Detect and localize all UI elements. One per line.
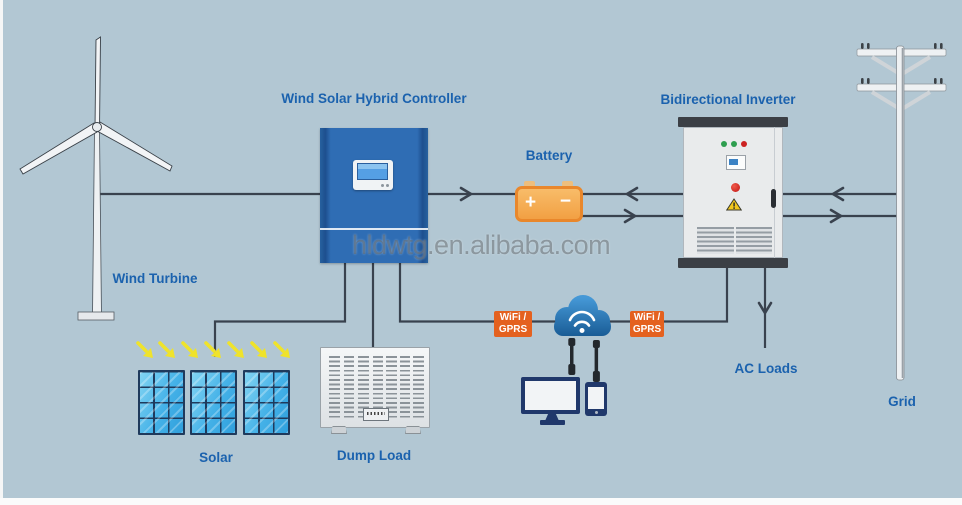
controller-button (381, 184, 384, 187)
wind-turbine-label: Wind Turbine (112, 271, 198, 286)
dump-load-vent (358, 356, 369, 419)
dump-load-vent (386, 356, 397, 419)
battery-minus-sign: − (559, 191, 571, 212)
photo-edge-left (0, 0, 3, 505)
ac-loads-label: AC Loads (734, 361, 798, 376)
wind-turbine-icon (19, 36, 173, 321)
monitor-stand (545, 414, 559, 421)
utility-pole-icon (856, 43, 947, 381)
dump-load-label: Dump Load (336, 448, 412, 463)
inverter-vent (697, 227, 734, 254)
inverter-top-bar (678, 117, 788, 127)
monitor-base (540, 420, 565, 425)
battery-terminal-negative (562, 181, 573, 188)
dump-load-foot (405, 426, 421, 434)
solar-label: Solar (199, 450, 233, 465)
solar-panel (138, 370, 185, 435)
watermark: hldwtg.en.alibaba.com (352, 230, 611, 260)
solar-panel (190, 370, 237, 435)
dump-load-foot (331, 426, 347, 434)
sun-rays-icon (136, 341, 290, 358)
wifi-gprs-line1: WiFi / (499, 312, 527, 323)
dump-load-control-panel (363, 408, 389, 421)
grid-label: Grid (888, 394, 916, 409)
cloud-wifi-icon (554, 295, 611, 336)
inverter-bottom-bar (678, 258, 788, 268)
dump-load-vent (399, 356, 410, 419)
hybrid-controller (320, 128, 428, 263)
indicator-light-red (741, 141, 747, 147)
wifi-gprs-line1: WiFi / (633, 312, 661, 323)
inverter-vent (736, 227, 772, 254)
indicator-light-green (721, 141, 727, 147)
controller-display (353, 160, 393, 190)
wifi-gprs-line2: GPRS (632, 324, 662, 335)
inverter-power-button (731, 183, 740, 192)
usb-cables (568, 338, 600, 382)
wifi-gprs-badge-left: WiFi / GPRS (494, 311, 532, 337)
controller-screen (357, 163, 388, 180)
battery-label: Battery (525, 148, 573, 163)
inverter-handle (771, 189, 776, 208)
wifi-icon (568, 310, 596, 327)
battery-plus-sign: + (525, 192, 537, 213)
dump-load-vent (413, 356, 424, 419)
controller-seam (320, 228, 428, 230)
warning-triangle-icon (726, 198, 742, 211)
indicator-light-green (731, 141, 737, 147)
controller-label: Wind Solar Hybrid Controller (281, 91, 467, 106)
monitor-icon (521, 377, 580, 414)
inverter-display (726, 155, 746, 170)
photo-edge-bottom (0, 498, 962, 505)
wifi-gprs-line2: GPRS (498, 324, 528, 335)
dump-load-graphic (320, 347, 430, 434)
solar-panel (243, 370, 290, 435)
wifi-gprs-badge-right: WiFi / GPRS (630, 311, 664, 337)
bidirectional-inverter-cabinet (678, 117, 788, 268)
battery-terminal-positive (524, 181, 535, 188)
smartphone-icon (585, 382, 607, 416)
controller-button (386, 184, 389, 187)
dump-load-vent (372, 356, 383, 419)
flow-arrows (459, 186, 845, 315)
dump-load-vent (343, 356, 354, 419)
inverter-label: Bidirectional Inverter (660, 92, 796, 107)
battery-graphic: + − (515, 186, 583, 222)
dump-load-vent (329, 356, 340, 419)
